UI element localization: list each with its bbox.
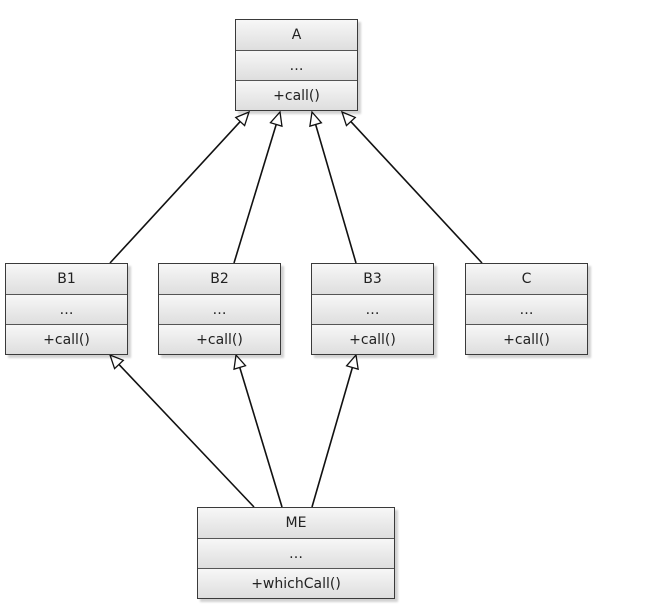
inheritance-line-c-to-a (350, 120, 483, 264)
class-b2-method: +call() (159, 324, 280, 354)
inheritance-line-b2-to-a (233, 124, 277, 264)
class-me-method: +whichCall() (198, 568, 394, 598)
class-b2: B2 … +call() (158, 263, 281, 355)
arrowhead-c-to-a (340, 110, 357, 127)
class-b2-name: B2 (159, 264, 280, 294)
class-b3: B3 … +call() (311, 263, 434, 355)
class-me: ME … +whichCall() (197, 507, 395, 599)
arrowhead-me-to-b2 (233, 353, 247, 371)
class-a-method: +call() (236, 80, 357, 110)
class-c: C … +call() (465, 263, 588, 355)
class-b3-method: +call() (312, 324, 433, 354)
class-a-attributes: … (236, 50, 357, 80)
class-a-name: A (236, 20, 357, 50)
class-b3-name: B3 (312, 264, 433, 294)
inheritance-line-me-to-b3 (311, 367, 354, 508)
class-b1-name: B1 (6, 264, 127, 294)
inheritance-line-me-to-b2 (238, 367, 283, 508)
arrowhead-b3-to-a (309, 110, 323, 128)
class-b3-attributes: … (312, 294, 433, 324)
arrowhead-b1-to-a (234, 110, 251, 127)
inheritance-line-b1-to-a (109, 121, 241, 264)
arrowhead-me-to-b1 (108, 353, 125, 370)
arrowhead-me-to-b3 (345, 353, 359, 371)
class-b2-attributes: … (159, 294, 280, 324)
class-me-attributes: … (198, 538, 394, 568)
class-a: A … +call() (235, 19, 358, 111)
class-b1: B1 … +call() (5, 263, 128, 355)
class-c-attributes: … (466, 294, 587, 324)
class-c-method: +call() (466, 324, 587, 354)
class-me-name: ME (198, 508, 394, 538)
inheritance-line-b3-to-a (314, 124, 357, 264)
class-c-name: C (466, 264, 587, 294)
class-b1-attributes: … (6, 294, 127, 324)
class-b1-method: +call() (6, 324, 127, 354)
inheritance-line-me-to-b1 (118, 363, 255, 508)
arrowhead-b2-to-a (269, 110, 283, 128)
